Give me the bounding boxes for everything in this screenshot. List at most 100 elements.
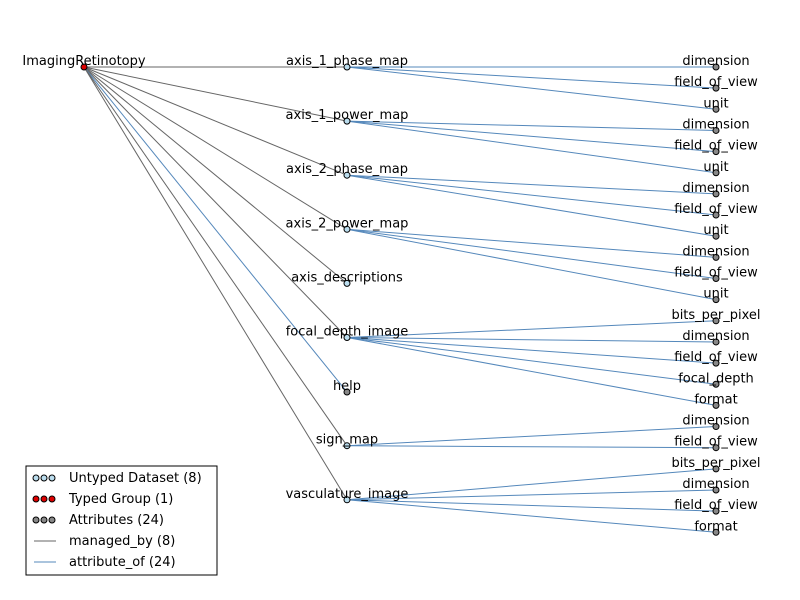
node-axis-2-phase-map-unit (712, 232, 720, 240)
edge-axis-2-phase-map-to-unit (346, 174, 717, 237)
legend-marker-attribute-3 (48, 516, 56, 524)
label-root: ImagingRetinotopy (22, 54, 145, 69)
label-axis-2-power-map-unit: unit (703, 287, 728, 302)
label-axis-1-phase-map: axis_1_phase_map (286, 54, 408, 69)
label-axis-2-phase-map-field-of-view: field_of_view (674, 202, 758, 217)
label-axis-1-power-map-unit: unit (703, 160, 728, 175)
edge-focal-depth-image-to-format (346, 337, 717, 406)
edge-axis-1-phase-map-to-unit (346, 66, 717, 110)
label-focal-depth-image-dimension: dimension (682, 329, 749, 344)
legend-frame (25, 465, 218, 576)
legend-marker-untyped-dataset-3 (48, 474, 56, 482)
edge-focal-depth-image-to-focal-depth (346, 337, 717, 385)
label-vasculature-image-dimension: dimension (682, 477, 749, 492)
node-vasculature-image-bits-per-pixel (712, 465, 720, 473)
label-axis-2-power-map: axis_2_power_map (286, 216, 409, 231)
edge-root-to-axis-1-power-map (83, 66, 348, 122)
edge-sign-map-to-dimension (346, 426, 717, 447)
label-vasculature-image-bits-per-pixel: bits_per_pixel (671, 456, 760, 471)
legend-marker-typed-group-2 (40, 495, 48, 503)
edge-focal-depth-image-to-bits-per-pixel (346, 320, 717, 338)
legend-label-attribute-of: attribute_of (24) (69, 555, 176, 570)
label-help: help (333, 379, 361, 394)
edge-sign-map-to-field-of-view (346, 445, 717, 449)
node-vasculature-image (343, 496, 351, 504)
edge-axis-2-power-map-to-field-of-view (346, 228, 717, 279)
label-axis-2-phase-map: axis_2_phase_map (286, 162, 408, 177)
node-axis-2-phase-map-field-of-view (712, 211, 720, 219)
edge-vasculature-image-to-bits-per-pixel (346, 468, 717, 501)
label-sign-map: sign_map (316, 433, 378, 448)
node-axis-descriptions (343, 279, 351, 287)
node-sign-map-dimension (712, 423, 720, 431)
legend-label-untyped-dataset: Untyped Dataset (8) (69, 471, 202, 486)
legend-marker-attribute-1 (32, 516, 40, 524)
node-vasculature-image-dimension (712, 486, 720, 494)
node-axis-2-phase-map (343, 171, 351, 179)
label-sign-map-field-of-view: field_of_view (674, 435, 758, 450)
node-focal-depth-image (343, 334, 351, 341)
edge-axis-1-power-map-to-unit (346, 120, 717, 174)
label-vasculature-image-format: format (694, 519, 737, 534)
edge-root-to-sign-map (83, 66, 348, 446)
edge-root-to-vasculature-image (83, 66, 348, 501)
node-axis-2-power-map-unit (712, 296, 720, 304)
legend-label-managed-by: managed_by (8) (69, 534, 175, 549)
node-focal-depth-image-focal-depth (712, 380, 720, 388)
label-axis-1-power-map-dimension: dimension (682, 117, 749, 132)
node-axis-2-power-map (343, 225, 351, 233)
node-sign-map-field-of-view (712, 444, 720, 452)
label-axis-2-power-map-field-of-view: field_of_view (674, 266, 758, 281)
node-axis-1-power-map-field-of-view (712, 148, 720, 156)
edge-axis-2-phase-map-to-dimension (346, 174, 717, 195)
node-axis-1-power-map-dimension (712, 126, 720, 134)
node-vasculature-image-field-of-view (712, 507, 720, 515)
graph-nodes (80, 63, 720, 536)
node-axis-2-power-map-dimension (712, 253, 720, 261)
edge-axis-1-power-map-to-field-of-view (346, 120, 717, 153)
node-focal-depth-image-bits-per-pixel (712, 317, 720, 325)
node-axis-1-power-map-unit (712, 169, 720, 177)
node-focal-depth-image-format (712, 401, 720, 409)
edge-vasculature-image-to-dimension (346, 489, 717, 501)
node-axis-1-phase-map-dimension (712, 63, 720, 71)
node-axis-1-phase-map-unit (712, 105, 720, 113)
edge-root-to-axis-2-phase-map (83, 66, 348, 176)
label-axis-1-phase-map-field-of-view: field_of_view (674, 75, 758, 90)
node-axis-1-power-map (343, 117, 351, 125)
node-axis-2-phase-map-dimension (712, 190, 720, 198)
node-root (80, 63, 88, 71)
edge-root-to-help (83, 66, 348, 393)
edge-root-to-axis-2-power-map (83, 66, 348, 230)
node-axis-1-phase-map-field-of-view (712, 84, 720, 92)
edge-focal-depth-image-to-dimension (346, 337, 717, 343)
legend-label-attribute: Attributes (24) (69, 513, 164, 528)
node-sign-map (343, 442, 351, 450)
node-help (343, 388, 351, 396)
edge-axis-1-power-map-to-dimension (346, 120, 717, 131)
node-focal-depth-image-dimension (712, 338, 720, 346)
label-vasculature-image-field-of-view: field_of_view (674, 498, 758, 513)
node-focal-depth-image-field-of-view (712, 359, 720, 367)
label-focal-depth-image-focal-depth: focal_depth (678, 371, 754, 386)
legend-label-typed-group: Typed Group (1) (68, 492, 173, 507)
label-axis-descriptions: axis_descriptions (291, 270, 403, 285)
label-axis-2-phase-map-dimension: dimension (682, 181, 749, 196)
edge-axis-2-power-map-to-dimension (346, 228, 717, 258)
node-axis-1-phase-map (343, 63, 351, 71)
legend-marker-untyped-dataset-1 (32, 474, 40, 482)
node-axis-2-power-map-field-of-view (712, 275, 720, 282)
edge-vasculature-image-to-format (346, 499, 717, 533)
edge-axis-1-phase-map-to-field-of-view (346, 66, 717, 89)
label-vasculature-image: vasculature_image (286, 487, 409, 502)
legend-marker-typed-group-1 (32, 495, 40, 503)
legend-marker-typed-group-3 (48, 495, 56, 503)
graph-edges (83, 66, 717, 533)
label-focal-depth-image-format: format (694, 392, 737, 407)
label-focal-depth-image-bits-per-pixel: bits_per_pixel (671, 308, 760, 323)
label-axis-1-phase-map-unit: unit (703, 96, 728, 111)
edge-axis-2-power-map-to-unit (346, 228, 717, 301)
legend-marker-attribute-2 (40, 516, 48, 524)
